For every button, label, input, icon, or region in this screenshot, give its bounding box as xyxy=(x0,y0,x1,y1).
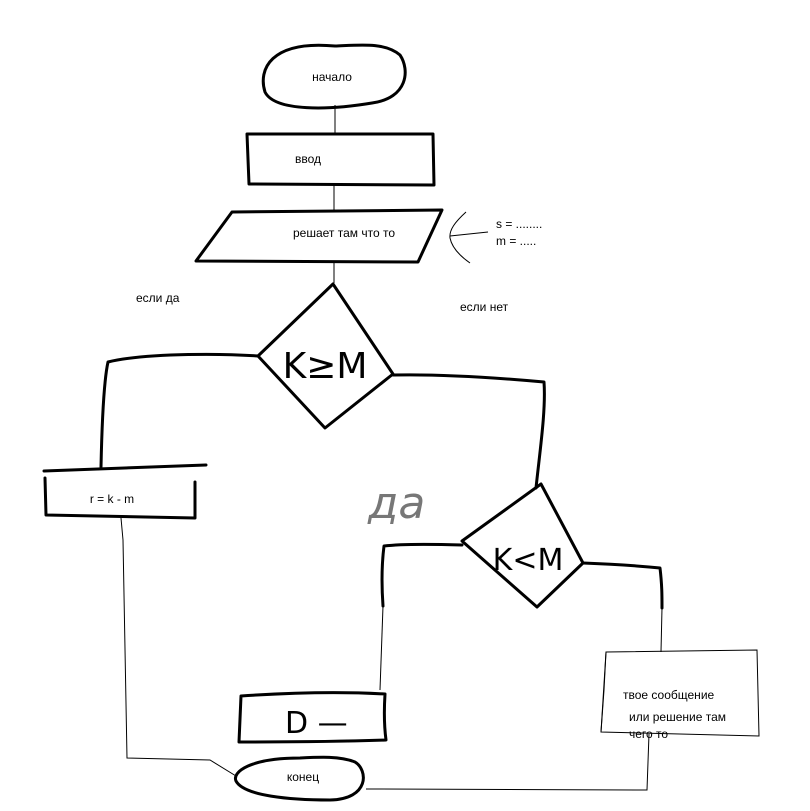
decision2-label: K<M xyxy=(493,543,564,578)
output-label: D — xyxy=(285,706,348,741)
variables-annotation: s = ........ m = ..... xyxy=(449,211,542,264)
input-label: ввод xyxy=(295,152,321,166)
start-label: начало xyxy=(312,70,352,84)
annotation-line-1: s = ........ xyxy=(496,217,542,231)
process-block: решает там что то xyxy=(194,208,444,264)
message-line-2: или решение там xyxy=(629,710,726,724)
assign-label: r = k - m xyxy=(90,492,134,506)
message-block: твое сообщение или решение там чего то xyxy=(600,649,760,741)
decision-k-ge-m: K≥M xyxy=(256,282,395,430)
output-block: D — xyxy=(237,691,388,744)
connector-decision1-no xyxy=(391,373,546,490)
connector-decision1-yes xyxy=(99,352,260,469)
connector-assign-end xyxy=(120,517,237,777)
connector-decision2-output xyxy=(379,605,384,691)
start-terminator: начало xyxy=(261,43,407,110)
process-label: решает там что то xyxy=(293,226,395,240)
yes-branch-label: если да xyxy=(136,291,180,305)
end-terminator: конец xyxy=(233,755,365,802)
connector-decision2-right xyxy=(581,561,664,610)
message-line-3: чего то xyxy=(629,727,668,741)
handwritten-yes-label: да xyxy=(367,478,425,529)
assign-block: r = k - m xyxy=(42,463,208,520)
connector-decision2-left xyxy=(380,542,464,608)
connector-message-end xyxy=(365,733,650,791)
end-label: конец xyxy=(287,770,319,784)
connector-decision2-message xyxy=(660,607,663,653)
message-line-1: твое сообщение xyxy=(623,688,715,702)
input-block: ввод xyxy=(245,132,436,187)
no-branch-label: если нет xyxy=(460,300,509,314)
annotation-line-2: m = ..... xyxy=(496,234,536,248)
decision1-label: K≥M xyxy=(283,346,368,387)
decision-k-lt-m: K<M xyxy=(460,482,585,609)
